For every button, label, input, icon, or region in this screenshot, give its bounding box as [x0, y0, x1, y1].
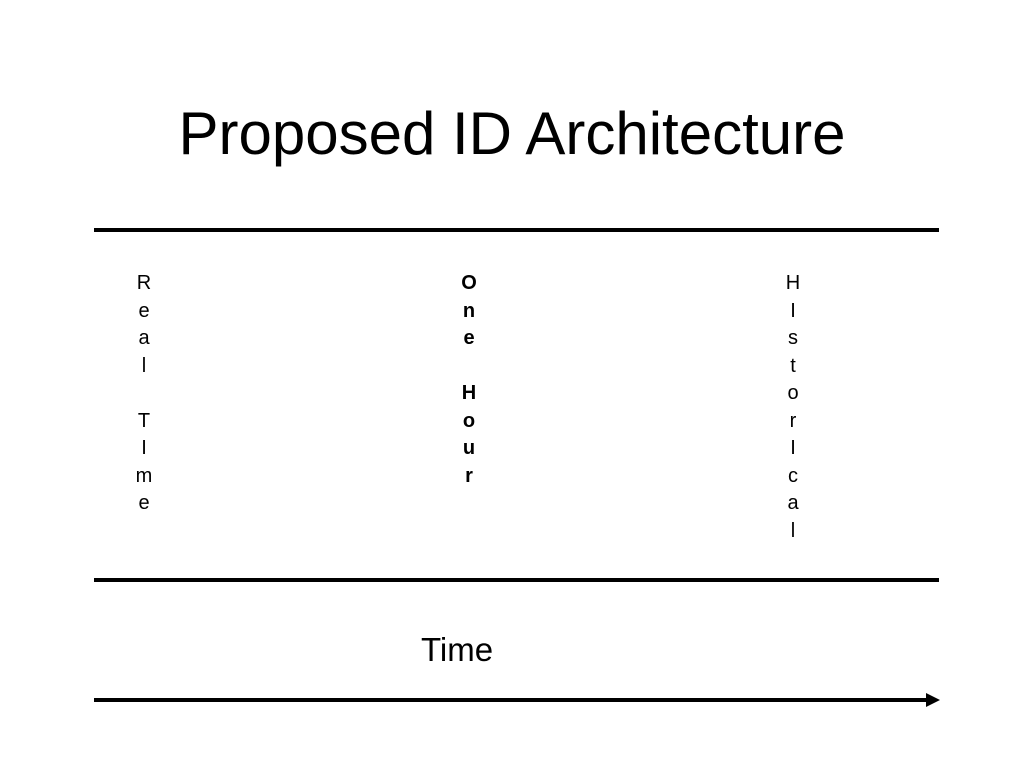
- time-axis-arrowhead: [926, 693, 940, 707]
- column-label-real-time: R e a l T I m e: [135, 272, 153, 514]
- column-label-historical: H I s t o r I c a l: [785, 272, 801, 542]
- slide-title: Proposed ID Architecture: [178, 100, 846, 167]
- top-divider-line: [94, 228, 939, 232]
- time-axis-label: Time: [420, 631, 494, 668]
- column-label-one-hour: O n e H o u r: [461, 272, 477, 487]
- time-axis-arrow: [94, 693, 940, 707]
- bottom-divider-line: [94, 578, 939, 582]
